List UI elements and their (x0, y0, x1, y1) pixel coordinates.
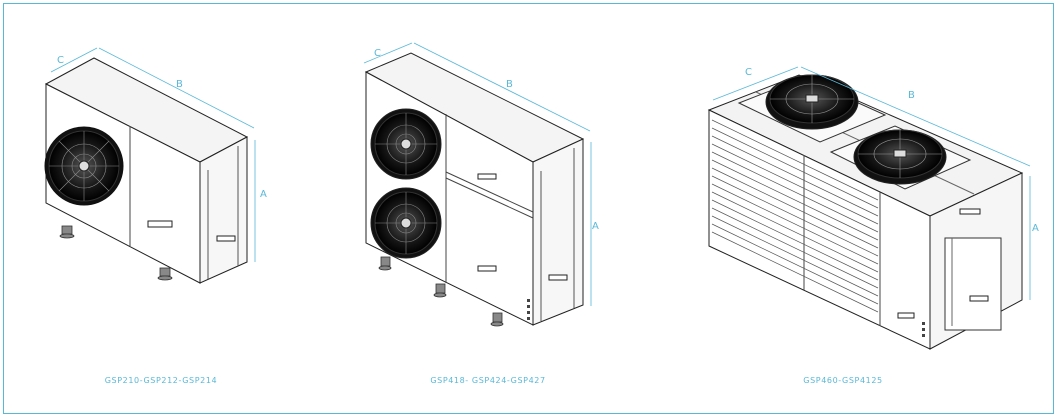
unit-small (44, 47, 256, 284)
model-label-medium: GSP418- GSP424-GSP427 (430, 376, 546, 385)
dimension-label-a: A (260, 189, 267, 200)
fan-icon (370, 187, 442, 259)
dimension-label-a: A (1032, 223, 1039, 234)
dimension-label-c: C (57, 55, 64, 66)
dimension-label-b: B (908, 90, 915, 101)
model-label-small: GSP210-GSP212-GSP214 (104, 376, 218, 385)
unit-medium (363, 42, 592, 327)
dimension-label-c: C (745, 67, 752, 78)
model-label-large: GSP460-GSP4125 (803, 376, 883, 385)
fan-icon (370, 108, 442, 180)
dimension-label-b: B (176, 79, 183, 90)
dimension-label-b: B (506, 79, 513, 90)
fan-icon (765, 74, 859, 130)
fan-icon (853, 129, 947, 185)
dimension-label-c: C (374, 48, 381, 59)
unit-large (707, 66, 1031, 350)
fan-icon (44, 126, 124, 206)
dimension-label-a: A (592, 221, 599, 232)
